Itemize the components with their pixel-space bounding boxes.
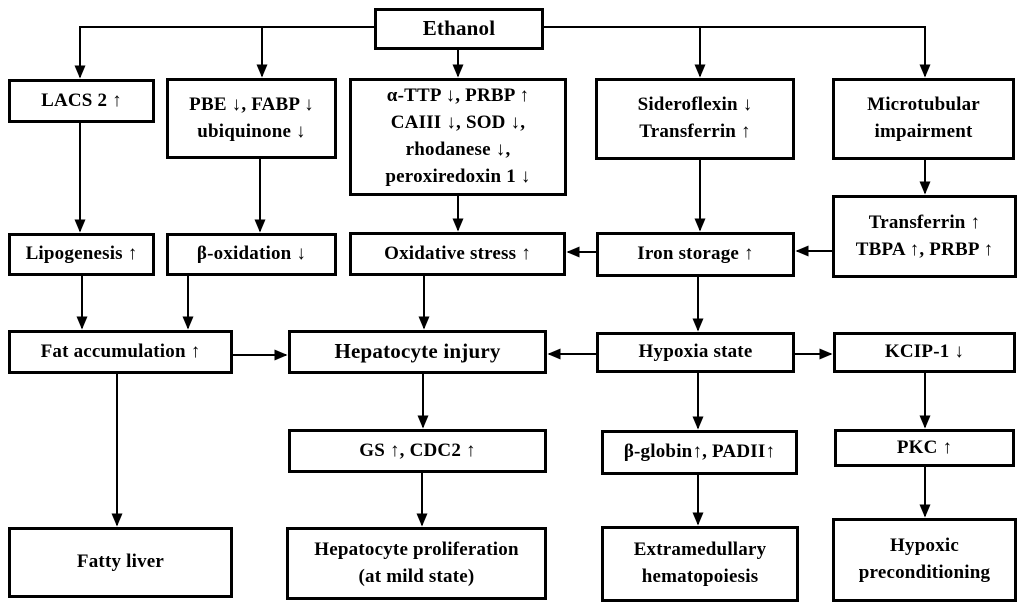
node-microtubular: Microtubular impairment bbox=[832, 78, 1015, 160]
node-iron-storage: Iron storage ↑ bbox=[596, 232, 795, 277]
node-extramedullary: Extramedullary hematopoiesis bbox=[601, 526, 799, 602]
node-gs-cdc2: GS ↑, CDC2 ↑ bbox=[288, 429, 547, 473]
arrow-ethanol-to-lacs2 bbox=[74, 26, 374, 79]
node-beta-oxidation: β-oxidation ↓ bbox=[166, 233, 337, 276]
arrow-ethanol-to-microtubular bbox=[544, 26, 931, 78]
node-hypoxia-state: Hypoxia state bbox=[596, 332, 795, 373]
node-hypoxic-preconditioning: Hypoxic preconditioning bbox=[832, 518, 1017, 602]
node-bglobin-padii: β-globin↑, PADII↑ bbox=[601, 430, 798, 475]
node-ethanol: Ethanol bbox=[374, 8, 544, 50]
node-kcip1: KCIP-1 ↓ bbox=[833, 332, 1016, 373]
node-oxidative-stress: Oxidative stress ↑ bbox=[349, 232, 566, 276]
node-fatty-liver: Fatty liver bbox=[8, 527, 233, 598]
node-pkc: PKC ↑ bbox=[834, 429, 1015, 467]
node-fat-accumulation: Fat accumulation ↑ bbox=[8, 330, 233, 374]
node-hepatocyte-proliferation: Hepatocyte proliferation (at mild state) bbox=[286, 527, 547, 600]
node-pbe-fabp: PBE ↓, FABP ↓ ubiquinone ↓ bbox=[166, 78, 337, 159]
node-attp-group: α-TTP ↓, PRBP ↑ CAIII ↓, SOD ↓, rhodanes… bbox=[349, 78, 567, 196]
node-transferrin-tbpa: Transferrin ↑ TBPA ↑, PRBP ↑ bbox=[832, 195, 1017, 278]
node-hepatocyte-injury: Hepatocyte injury bbox=[288, 330, 547, 374]
node-sideroflexin: Sideroflexin ↓ Transferrin ↑ bbox=[595, 78, 795, 160]
node-lacs2: LACS 2 ↑ bbox=[8, 79, 155, 123]
node-lipogenesis: Lipogenesis ↑ bbox=[8, 233, 155, 276]
